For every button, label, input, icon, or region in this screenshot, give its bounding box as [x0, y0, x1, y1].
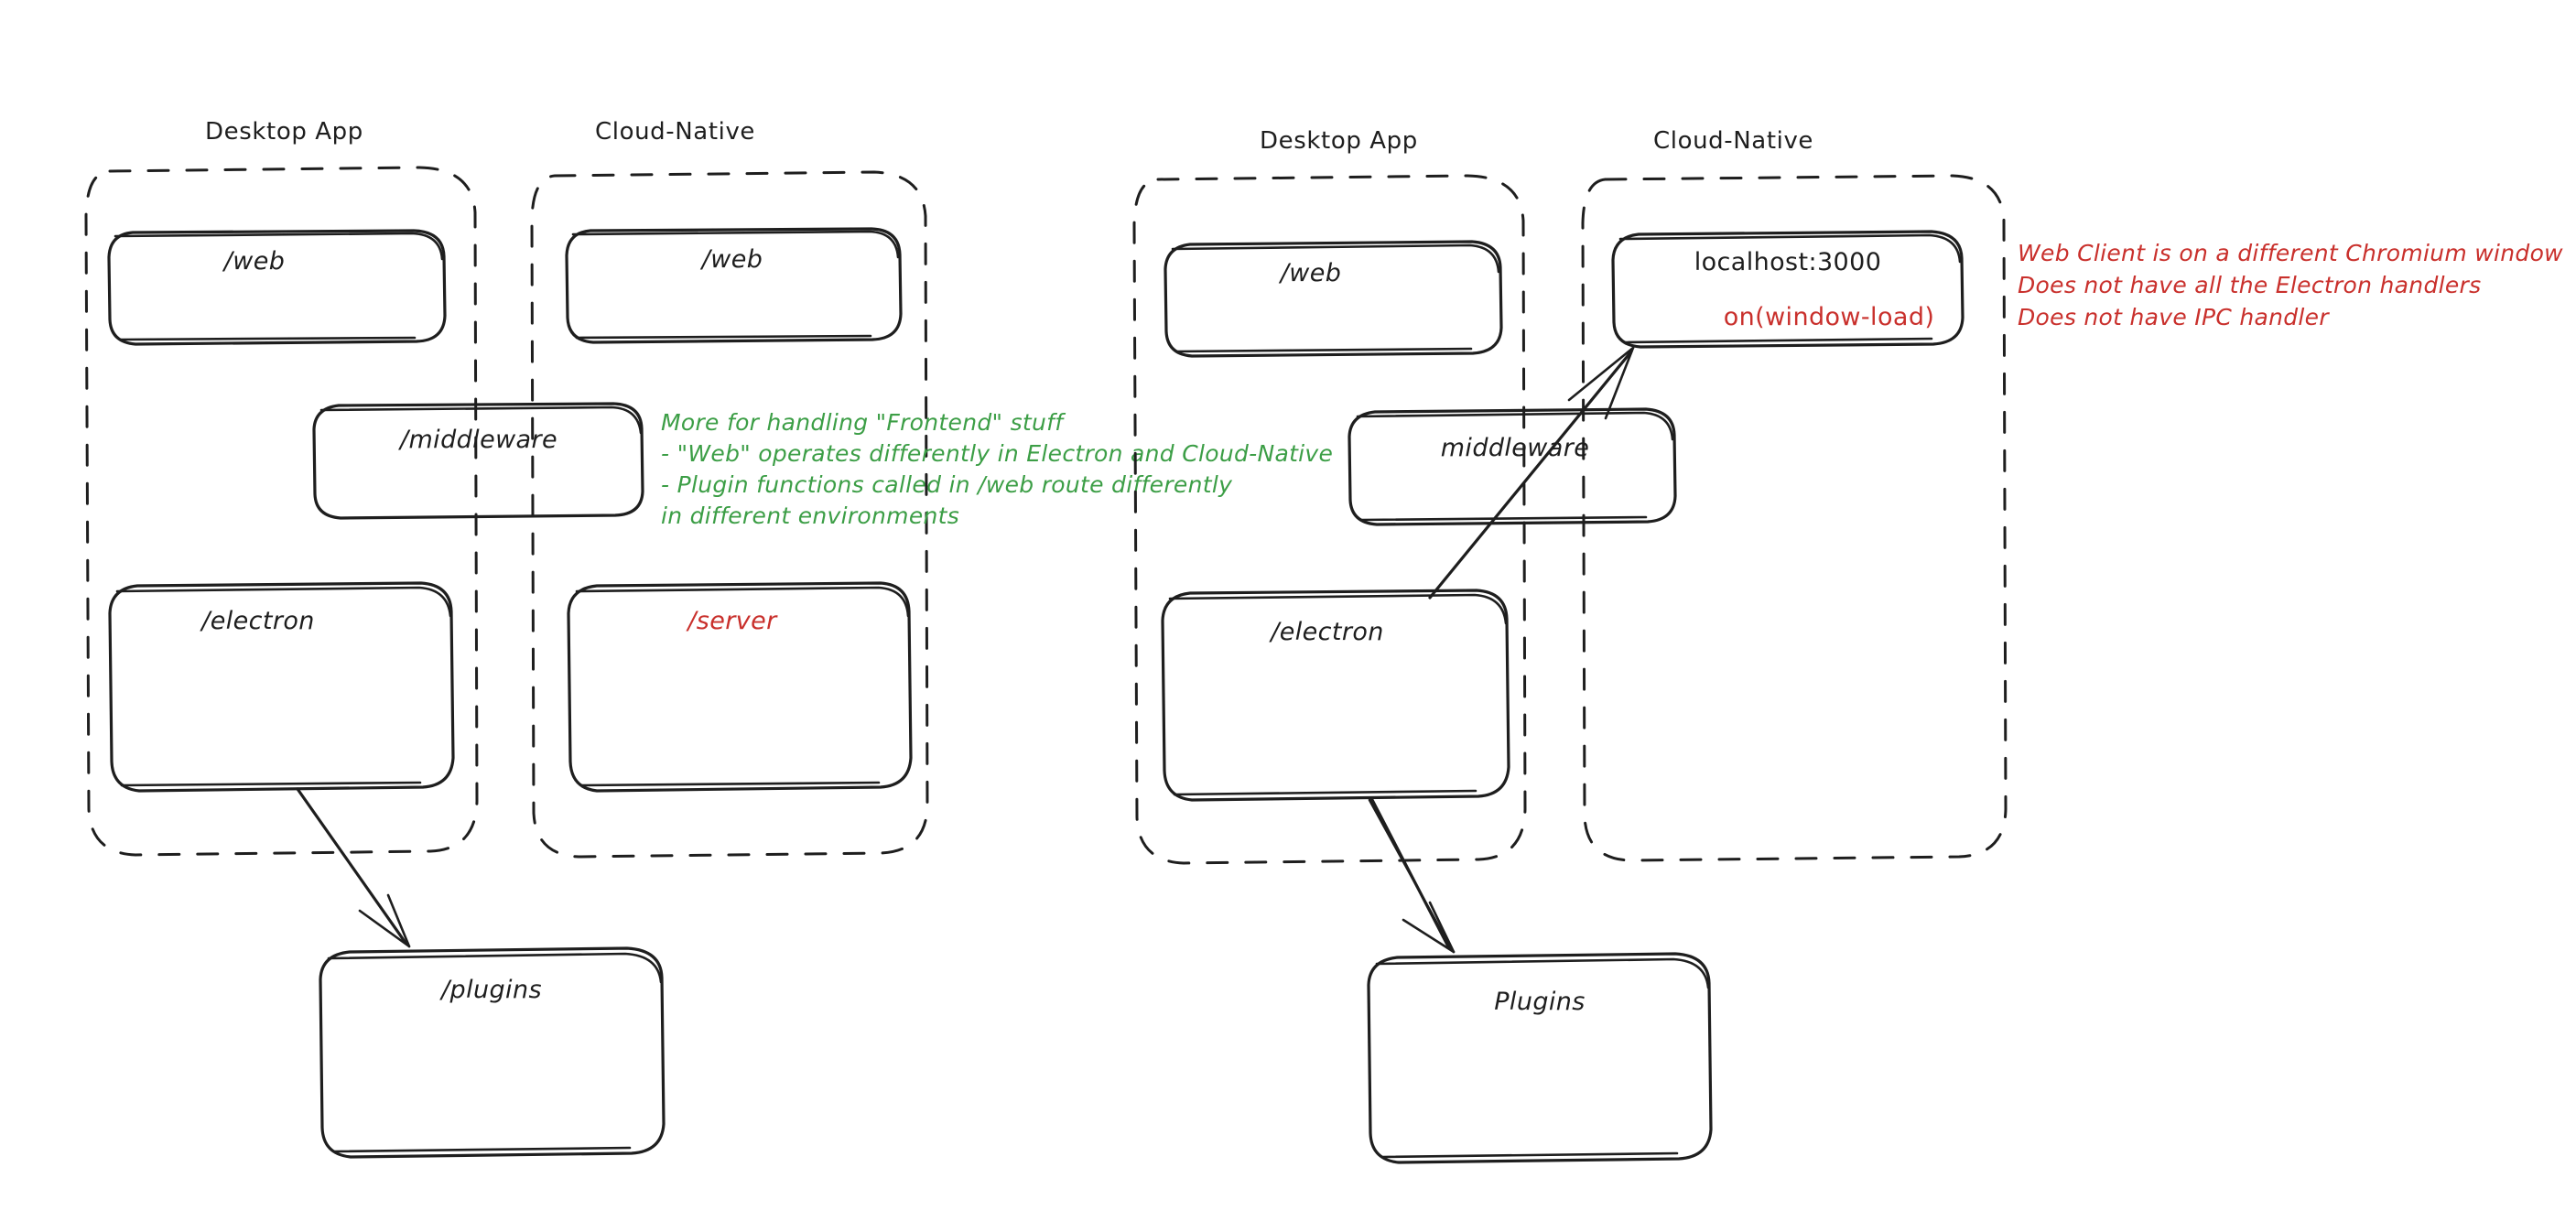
- left-middleware-box[interactable]: [312, 402, 644, 520]
- right-plugins-box-sketch2: [1380, 1151, 1679, 1159]
- left-desktop-web-box-sketch2: [118, 336, 417, 341]
- left-arrow-head-a: [358, 909, 411, 948]
- right-desktop-web-box[interactable]: [1164, 240, 1503, 358]
- web-client-note-line-1: Web Client is on a different Chromium wi…: [2018, 240, 2563, 266]
- right-localhost-sublabel: on(window-load): [1724, 303, 1935, 331]
- right-localhost-box-sketch: [1618, 233, 1962, 264]
- left-server-label: /server: [686, 607, 778, 635]
- right-localhost-label: localhost:3000: [1694, 248, 1882, 276]
- group-left-cloud-native[interactable]: Cloud-Native: [530, 118, 929, 859]
- right-localhost-box-sketch2: [1622, 337, 1933, 344]
- frontend-note-line-4: in different environments: [661, 503, 959, 529]
- right-desktop-web-label: /web: [1279, 259, 1342, 287]
- left-plugins-box[interactable]: [319, 946, 666, 1159]
- left-server-box-sketch: [575, 586, 910, 618]
- node-left-server[interactable]: /server: [567, 581, 913, 793]
- node-right-localhost[interactable]: localhost:3000 on(window-load): [1611, 230, 1964, 349]
- left-plugins-label: /plugins: [439, 976, 542, 1004]
- left-arrow-head-b: [386, 893, 411, 948]
- group-right-cloud-native[interactable]: Cloud-Native: [1581, 127, 2008, 862]
- web-client-note-line-3: Does not have IPC handler: [2018, 304, 2330, 330]
- annotation-web-client-note: Web Client is on a different Chromium wi…: [2018, 240, 2563, 330]
- node-right-plugins[interactable]: Plugins: [1367, 952, 1713, 1164]
- frontend-note-line-1: More for handling "Frontend" stuff: [661, 409, 1066, 436]
- left-cloud-native-outline[interactable]: [530, 170, 929, 859]
- left-cloud-web-box[interactable]: [565, 227, 903, 344]
- right-electron-box-sketch: [1168, 593, 1508, 625]
- left-cloud-native-label: Cloud-Native: [595, 118, 755, 146]
- group-left-desktop-app[interactable]: Desktop App: [84, 118, 479, 857]
- right-desktop-web-box-sketch: [1171, 243, 1500, 274]
- arrow-left-electron-to-plugins: [296, 787, 411, 948]
- right-plugins-label: Plugins: [1494, 988, 1586, 1016]
- left-electron-box[interactable]: [108, 581, 455, 793]
- left-cloud-web-label: /web: [700, 245, 763, 274]
- node-left-middleware[interactable]: /middleware: [312, 402, 644, 520]
- right-localhost-box[interactable]: [1611, 230, 1964, 349]
- left-server-box-sketch2: [579, 781, 881, 787]
- left-desktop-web-label: /web: [222, 247, 286, 276]
- right-electron-box-sketch2: [1173, 789, 1477, 796]
- node-right-electron[interactable]: /electron: [1161, 589, 1510, 802]
- left-electron-box-sketch: [115, 586, 452, 618]
- right-plugins-box-sketch: [1375, 957, 1710, 989]
- right-electron-box[interactable]: [1161, 589, 1510, 802]
- arrow-right-electron-to-plugins: [1368, 796, 1456, 954]
- right-arrow-head-a: [1402, 918, 1456, 954]
- arrow-right-electron-to-localhost: [1428, 346, 1635, 600]
- right-middleware-box-sketch: [1356, 411, 1674, 441]
- right-arrow-shaft-2: [1368, 798, 1454, 952]
- node-left-electron[interactable]: /electron: [108, 581, 455, 793]
- right-electron-label: /electron: [1269, 618, 1384, 646]
- right-plugins-box[interactable]: [1367, 952, 1713, 1164]
- left-plugins-box-sketch: [327, 952, 663, 984]
- left-desktop-web-box-sketch: [114, 232, 444, 261]
- right-long-arrow-shaft: [1428, 350, 1633, 600]
- left-desktop-app-label: Desktop App: [205, 118, 363, 146]
- node-right-desktop-web[interactable]: /web: [1164, 240, 1503, 358]
- frontend-note-line-3: - Plugin functions called in /web route …: [661, 471, 1233, 498]
- node-left-plugins[interactable]: /plugins: [319, 946, 666, 1159]
- left-cloud-web-box-sketch2: [575, 334, 872, 340]
- left-desktop-web-box[interactable]: [107, 229, 447, 346]
- left-plugins-box-sketch2: [332, 1146, 632, 1153]
- left-middleware-box-sketch: [319, 405, 643, 435]
- node-left-cloud-web[interactable]: /web: [565, 227, 903, 344]
- right-middleware-box[interactable]: [1348, 407, 1677, 526]
- left-server-box[interactable]: [567, 581, 913, 793]
- left-electron-box-sketch2: [120, 781, 422, 787]
- right-desktop-app-outline[interactable]: [1132, 174, 1527, 865]
- group-right-desktop-app[interactable]: Desktop App: [1132, 127, 1527, 865]
- right-cloud-native-outline[interactable]: [1581, 174, 2008, 862]
- left-electron-label: /electron: [200, 607, 315, 635]
- right-arrow-head-b: [1428, 901, 1456, 954]
- right-cloud-native-label: Cloud-Native: [1653, 127, 1813, 155]
- left-arrow-shaft: [296, 787, 407, 945]
- web-client-note-line-2: Does not have all the Electron handlers: [2018, 272, 2481, 298]
- right-middleware-label: middleware: [1441, 434, 1590, 462]
- annotation-frontend-note: More for handling "Frontend" stuff - "We…: [661, 409, 1333, 529]
- node-right-middleware[interactable]: middleware: [1348, 407, 1677, 526]
- frontend-note-line-2: - "Web" operates differently in Electron…: [661, 440, 1333, 467]
- right-long-arrow-head-b: [1604, 346, 1635, 420]
- right-long-arrow-head-a: [1567, 346, 1635, 402]
- left-cloud-web-box-sketch: [571, 230, 900, 259]
- left-middleware-label: /middleware: [398, 426, 557, 454]
- left-desktop-app-outline[interactable]: [84, 166, 479, 857]
- node-left-desktop-web[interactable]: /web: [107, 229, 447, 346]
- right-desktop-app-label: Desktop App: [1260, 127, 1418, 155]
- right-middleware-box-sketch2: [1359, 515, 1648, 522]
- right-desktop-web-box-sketch2: [1174, 347, 1473, 353]
